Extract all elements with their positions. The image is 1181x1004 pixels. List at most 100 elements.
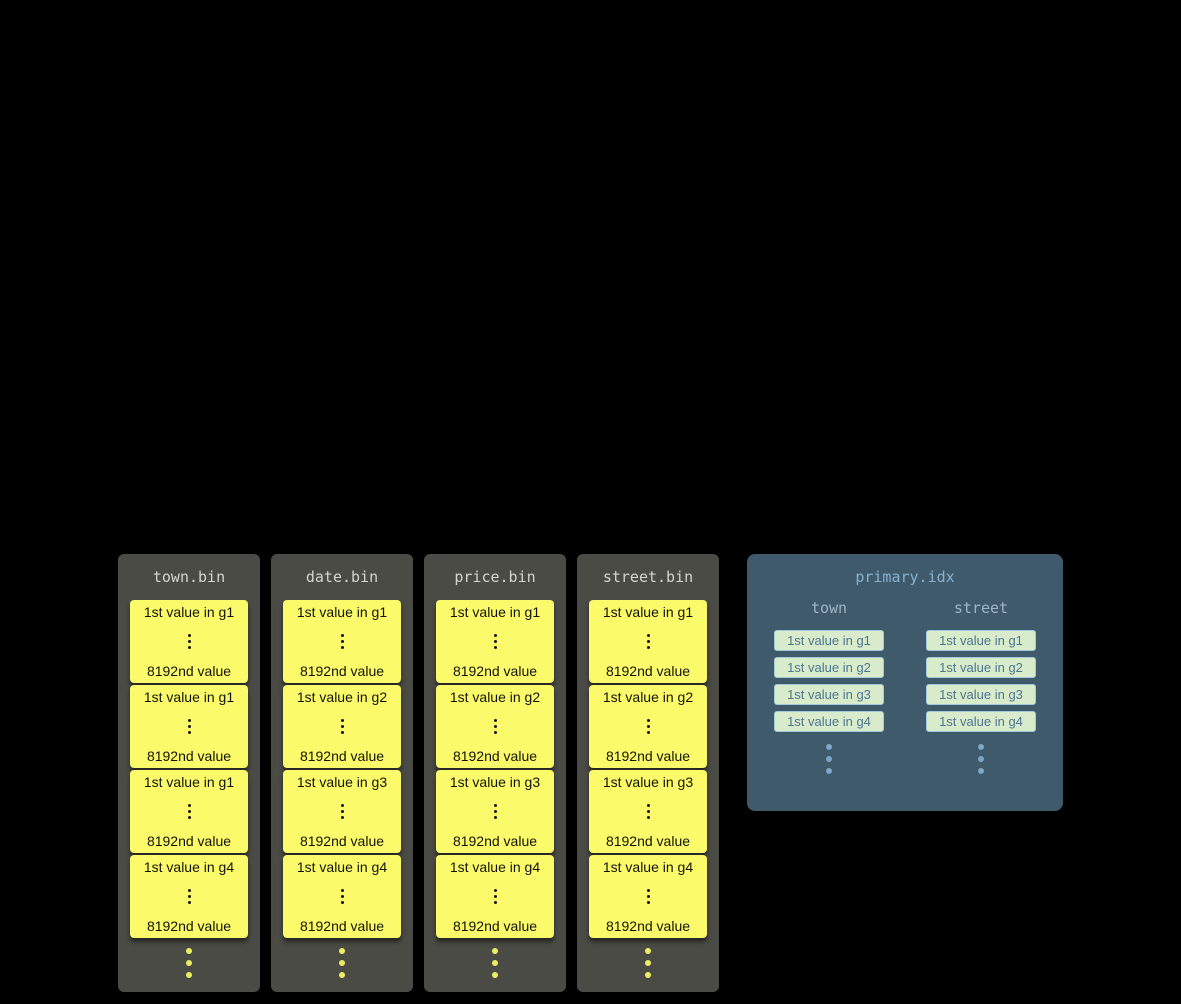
vertical-ellipsis-icon	[187, 889, 191, 904]
granule-first-value: 1st value in g4	[296, 859, 388, 875]
dot	[493, 895, 497, 898]
granule-last-value: 8192nd value	[605, 918, 691, 934]
dot	[339, 948, 345, 954]
granule-first-value: 1st value in g3	[449, 774, 541, 790]
granule-first-value: 1st value in g1	[602, 604, 694, 620]
dot	[187, 646, 191, 649]
granule-last-value: 8192nd value	[452, 663, 538, 679]
dot	[978, 768, 984, 774]
more-granules-ellipsis-icon	[186, 948, 192, 978]
vertical-ellipsis-icon	[187, 804, 191, 819]
dot	[187, 634, 191, 637]
dot	[340, 895, 344, 898]
vertical-ellipsis-icon	[493, 889, 497, 904]
dot	[492, 960, 498, 966]
dot	[187, 901, 191, 904]
index-column-street: street 1st value in g1 1st value in g2 1…	[926, 599, 1036, 774]
dot	[646, 634, 650, 637]
dot	[186, 960, 192, 966]
dot	[187, 640, 191, 643]
index-entry: 1st value in g3	[774, 684, 884, 705]
granule-last-value: 8192nd value	[452, 748, 538, 764]
dot	[339, 972, 345, 978]
dot	[186, 948, 192, 954]
bin-files-row: town.bin 1st value in g1 8192nd value 1s…	[118, 554, 719, 992]
vertical-ellipsis-icon	[340, 889, 344, 904]
granule-first-value: 1st value in g4	[143, 859, 235, 875]
index-entry: 1st value in g2	[926, 657, 1036, 678]
granule-first-value: 1st value in g1	[449, 604, 541, 620]
bin-file-title: date.bin	[305, 568, 379, 586]
vertical-ellipsis-icon	[493, 804, 497, 819]
dot	[493, 640, 497, 643]
granule-list: 1st value in g1 8192nd value 1st value i…	[283, 600, 401, 938]
dot	[493, 731, 497, 734]
granule-first-value: 1st value in g4	[602, 859, 694, 875]
granule-first-value: 1st value in g2	[449, 689, 541, 705]
granule-first-value: 1st value in g1	[143, 689, 235, 705]
granule-list: 1st value in g1 8192nd value 1st value i…	[130, 600, 248, 938]
dot	[493, 725, 497, 728]
granule-last-value: 8192nd value	[299, 663, 385, 679]
granule-card: 1st value in g2 8192nd value	[589, 685, 707, 768]
more-granules-ellipsis-icon	[492, 948, 498, 978]
dot	[340, 719, 344, 722]
dot	[492, 948, 498, 954]
dot	[340, 640, 344, 643]
granule-first-value: 1st value in g2	[296, 689, 388, 705]
granule-last-value: 8192nd value	[299, 833, 385, 849]
vertical-ellipsis-icon	[340, 804, 344, 819]
dot	[978, 756, 984, 762]
dot	[340, 816, 344, 819]
more-entries-ellipsis-icon	[978, 744, 984, 774]
primary-index-panel: primary.idx town 1st value in g1 1st val…	[747, 554, 1063, 811]
dot	[646, 810, 650, 813]
granule-card: 1st value in g2 8192nd value	[283, 685, 401, 768]
vertical-ellipsis-icon	[493, 634, 497, 649]
dot	[339, 960, 345, 966]
bin-file-title: town.bin	[152, 568, 226, 586]
index-entry: 1st value in g3	[926, 684, 1036, 705]
dot	[493, 816, 497, 819]
granule-first-value: 1st value in g1	[143, 604, 235, 620]
index-column-title: town	[810, 599, 848, 617]
granule-card: 1st value in g1 8192nd value	[130, 770, 248, 853]
granule-last-value: 8192nd value	[452, 833, 538, 849]
granule-card: 1st value in g3 8192nd value	[283, 770, 401, 853]
granule-first-value: 1st value in g2	[602, 689, 694, 705]
index-entry: 1st value in g2	[774, 657, 884, 678]
granule-first-value: 1st value in g4	[449, 859, 541, 875]
granule-last-value: 8192nd value	[146, 663, 232, 679]
granule-card: 1st value in g1 8192nd value	[283, 600, 401, 683]
dot	[493, 804, 497, 807]
granule-list: 1st value in g1 8192nd value 1st value i…	[589, 600, 707, 938]
bin-panel-town: town.bin 1st value in g1 8192nd value 1s…	[118, 554, 260, 992]
dot	[646, 719, 650, 722]
index-entry: 1st value in g4	[774, 711, 884, 732]
dot	[187, 804, 191, 807]
dot	[645, 948, 651, 954]
granule-card: 1st value in g4 8192nd value	[589, 855, 707, 938]
granule-last-value: 8192nd value	[299, 748, 385, 764]
granule-last-value: 8192nd value	[605, 663, 691, 679]
vertical-ellipsis-icon	[187, 719, 191, 734]
dot	[187, 895, 191, 898]
dot	[493, 719, 497, 722]
dot	[646, 725, 650, 728]
dot	[187, 889, 191, 892]
bin-panel-street: street.bin 1st value in g1 8192nd value …	[577, 554, 719, 992]
dot	[493, 634, 497, 637]
granule-card: 1st value in g2 8192nd value	[436, 685, 554, 768]
bin-file-title: price.bin	[454, 568, 536, 586]
index-entry: 1st value in g1	[926, 630, 1036, 651]
dot	[340, 731, 344, 734]
granule-card: 1st value in g3 8192nd value	[436, 770, 554, 853]
dot	[826, 744, 832, 750]
granule-last-value: 8192nd value	[605, 833, 691, 849]
granule-last-value: 8192nd value	[605, 748, 691, 764]
granule-last-value: 8192nd value	[146, 748, 232, 764]
vertical-ellipsis-icon	[646, 804, 650, 819]
granule-first-value: 1st value in g3	[296, 774, 388, 790]
dot	[646, 889, 650, 892]
